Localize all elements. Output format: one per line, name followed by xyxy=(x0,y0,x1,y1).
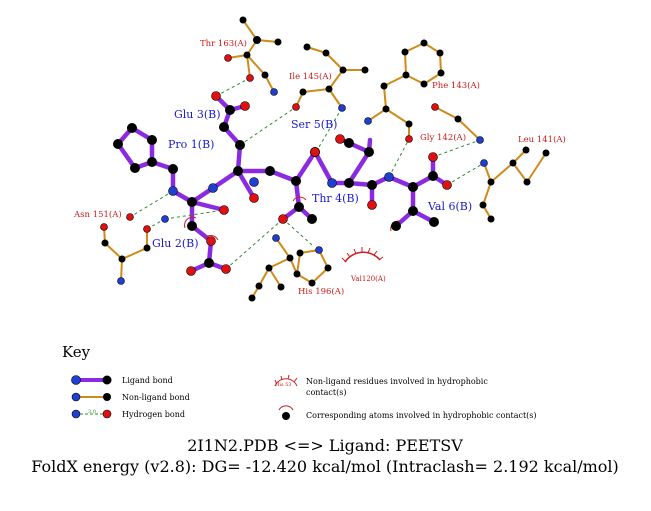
ligand-label-pro1: Pro 1(B) xyxy=(168,138,214,151)
hydrophobic-label-val120: Val120(A) xyxy=(350,275,386,283)
key-non-ligand-nitrogen xyxy=(71,392,81,402)
residue-label-thr163: Thr 163(A) xyxy=(200,38,247,49)
key-non-ligand-carbon xyxy=(103,393,111,401)
ligand-label-glu3: Glu 3(B) xyxy=(174,108,221,121)
energy-line: FoldX energy (v2.8): DG= -12.420 kcal/mo… xyxy=(31,457,619,476)
hydrophobic-spokes xyxy=(341,247,384,263)
key-corresponding-arc xyxy=(278,405,294,411)
key-title: Key xyxy=(62,343,91,361)
key-hbond-distance: 3.0 xyxy=(88,409,96,415)
ligand-label-thr4: Thr 4(B) xyxy=(312,192,359,205)
residue-label-leu141: Leu 141(A) xyxy=(518,134,566,145)
ligand-label-ser5: Ser 5(B) xyxy=(291,118,337,131)
residue-label-his196: His 196(A) xyxy=(298,286,344,297)
key-hbond-donor xyxy=(71,409,81,419)
key-corresponding-atom xyxy=(282,412,290,420)
residue-label-asn151: Asn 151(A) xyxy=(73,209,122,220)
key-hbond-label: Hydrogen bond xyxy=(122,410,185,419)
residue-label-ile145: Ile 145(A) xyxy=(289,71,332,82)
key-ligand-bond-label: Ligand bond xyxy=(122,376,173,385)
ligand-label-val6: Val 6(B) xyxy=(427,200,472,213)
residue-label-phe143: Phe 143(A) xyxy=(432,80,480,91)
key-legend: Key Ligand bond Non-ligand bond 3.0 Hydr… xyxy=(62,343,537,420)
nitrogen-atoms xyxy=(117,88,488,285)
key-non-ligand-bond-label: Non-ligand bond xyxy=(122,393,190,402)
non-ligand-bonds xyxy=(103,19,547,299)
residue-label-gly142: Gly 142(A) xyxy=(420,132,466,143)
key-hydrophobic-residues-label-2: contact(s) xyxy=(306,388,346,397)
oxygen-atoms xyxy=(100,54,452,276)
carbon-atoms xyxy=(101,16,550,302)
key-corresponding-atoms-label: Corresponding atoms involved in hydropho… xyxy=(306,411,537,420)
ligand-label-glu2: Glu 2(B) xyxy=(152,237,199,250)
key-hydrophobic-example: His 53 xyxy=(275,382,291,388)
key-hbond-acceptor xyxy=(102,409,112,419)
structure-title: 2I1N2.PDB <=> Ligand: PEETSV xyxy=(187,436,463,455)
hydrogen-bonds xyxy=(129,77,485,270)
key-ligand-nitrogen xyxy=(71,375,81,385)
key-hydrophobic-residues-label-1: Non-ligand residues involved in hydropho… xyxy=(306,377,488,386)
key-ligand-carbon xyxy=(102,375,112,385)
